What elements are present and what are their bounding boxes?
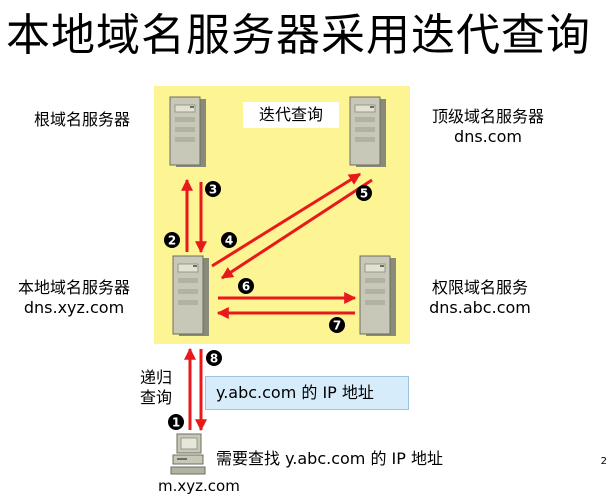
svg-text:2: 2 xyxy=(168,234,176,248)
arrow-step-4 xyxy=(211,172,362,268)
auth-server-icon xyxy=(359,255,396,336)
tld-server-host: dns.com xyxy=(454,127,522,146)
local-server-label: 本地域名服务器 dns.xyz.com xyxy=(2,278,146,318)
svg-text:6: 6 xyxy=(242,280,250,294)
recursive-label-line2: 查询 xyxy=(140,388,173,407)
step-marker-8: 8 xyxy=(206,350,222,366)
step-marker-7: 7 xyxy=(329,317,345,333)
ip-answer-box: y.abc.com 的 IP 地址 xyxy=(205,376,409,410)
query-request-text: 需要查找 y.abc.com 的 IP 地址 xyxy=(216,449,444,468)
step-marker-5: 5 xyxy=(356,185,372,201)
local-server-name: 本地域名服务器 xyxy=(17,278,130,297)
recursive-query-label: 递归 查询 xyxy=(140,368,172,408)
arrow-step-5 xyxy=(220,178,373,280)
step-marker-4: 4 xyxy=(221,232,237,248)
page-number: 2 xyxy=(600,456,607,467)
computer-icon xyxy=(170,433,206,475)
svg-text:8: 8 xyxy=(210,352,218,366)
svg-text:7: 7 xyxy=(333,319,341,333)
auth-server-host: dns.abc.com xyxy=(429,298,531,317)
slide-title: 本地域名服务器采用迭代查询 xyxy=(6,10,591,61)
panel-caption: 迭代查询 xyxy=(243,102,339,128)
svg-text:4: 4 xyxy=(225,234,233,248)
step-marker-3: 3 xyxy=(205,181,221,197)
local-server-host: dns.xyz.com xyxy=(23,298,125,317)
auth-server-label: 权限域名服务 dns.abc.com xyxy=(420,278,540,318)
step-marker-2: 2 xyxy=(164,232,180,248)
svg-text:5: 5 xyxy=(360,187,368,201)
recursive-label-line1: 递归 xyxy=(140,368,173,387)
step-marker-6: 6 xyxy=(238,278,254,294)
tld-server-label: 顶级域名服务器 dns.com xyxy=(420,107,556,147)
svg-text:1: 1 xyxy=(172,416,180,430)
root-server-icon xyxy=(169,96,206,167)
svg-text:3: 3 xyxy=(209,183,217,197)
step-marker-1: 1 xyxy=(168,414,184,430)
tld-server-name: 顶级域名服务器 xyxy=(431,107,544,126)
tld-server-icon xyxy=(349,96,386,167)
auth-server-name: 权限域名服务 xyxy=(431,278,528,297)
host-name-label: m.xyz.com xyxy=(158,477,240,495)
local-server-icon xyxy=(172,255,209,336)
root-server-label: 根域名服务器 xyxy=(34,110,131,129)
